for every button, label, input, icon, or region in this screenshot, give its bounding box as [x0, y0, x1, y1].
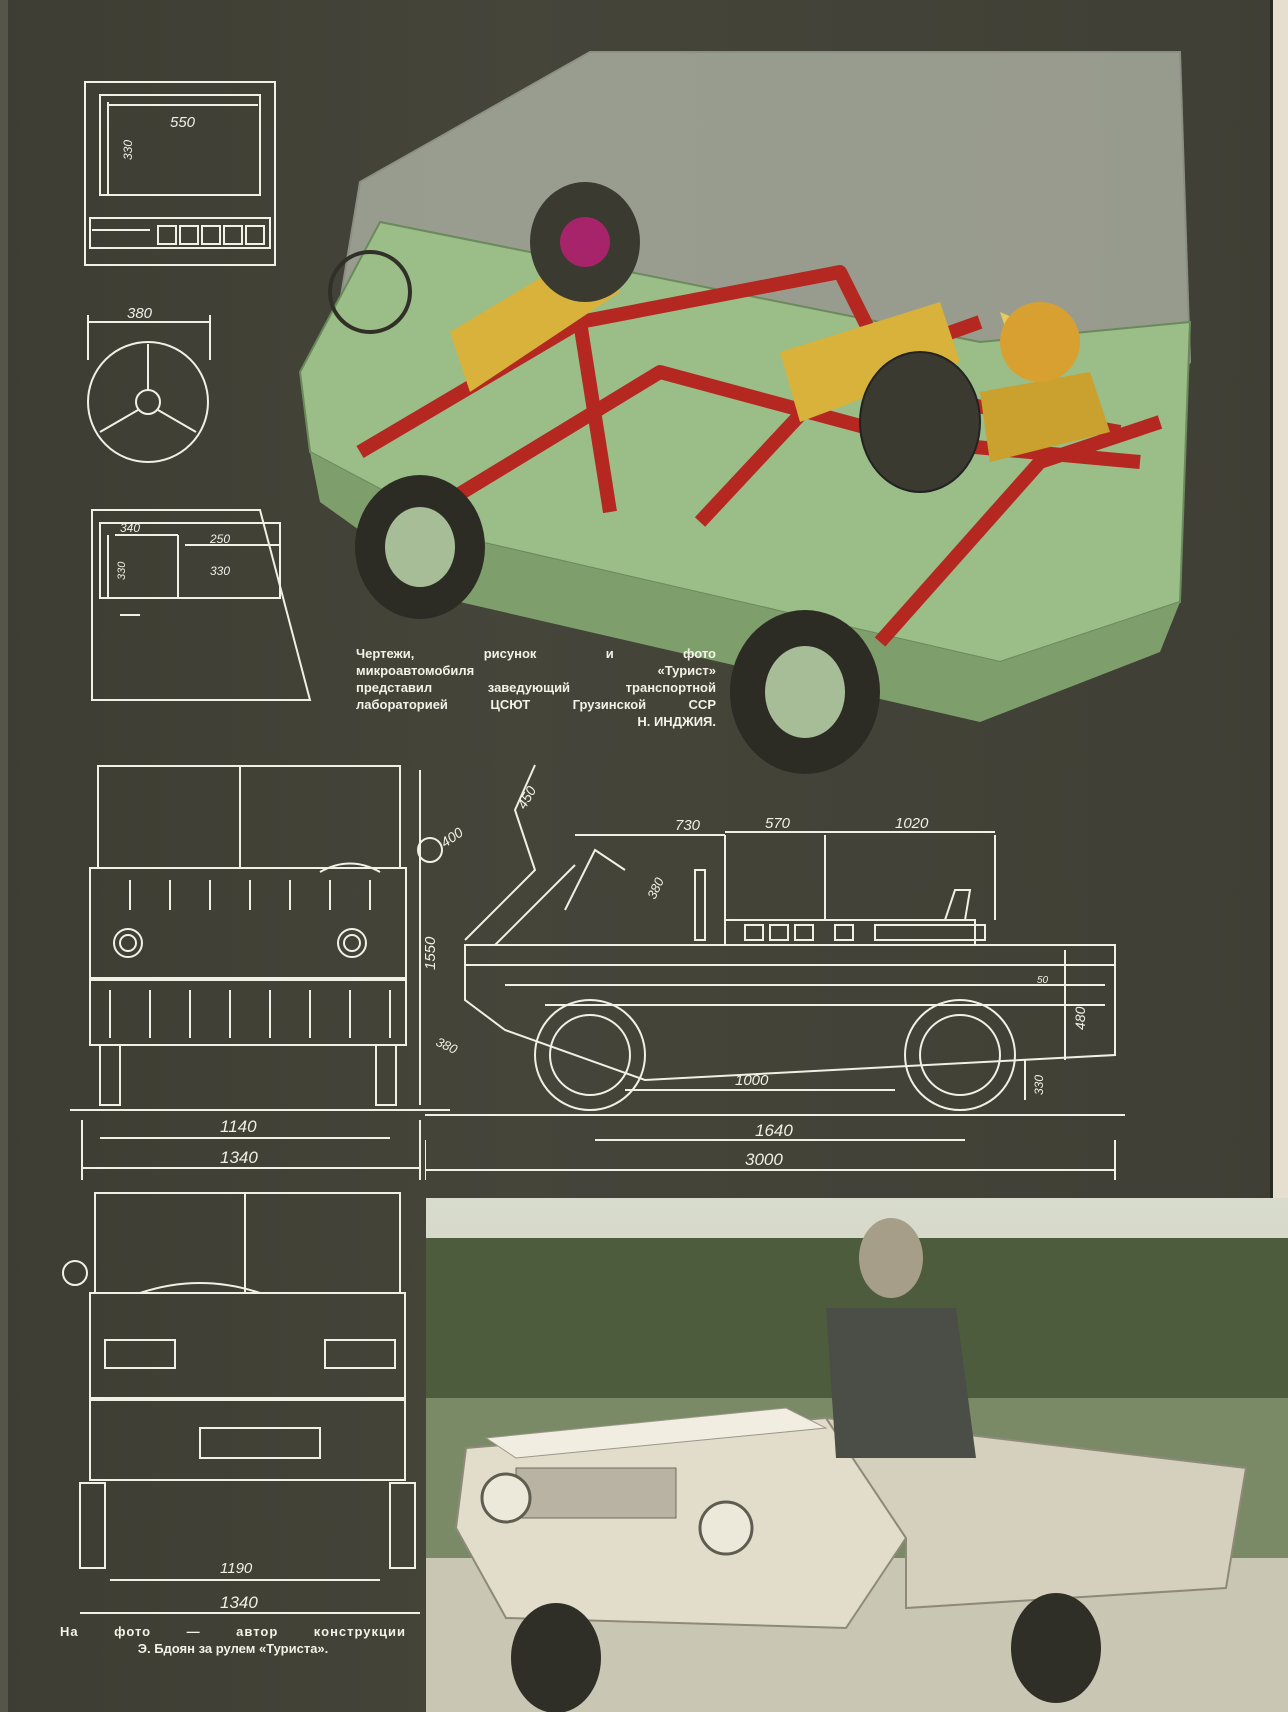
- photo-caption: На фото — автор конструкции Э. Бдоян за …: [60, 1623, 406, 1657]
- caption-author: Н. ИНДЖИЯ.: [637, 714, 716, 729]
- side-dash-label: 730: [675, 817, 701, 834]
- side-length-label: 3000: [745, 1150, 783, 1169]
- wheel-diameter-label: 380: [127, 305, 153, 322]
- front-height-label: 1550: [422, 936, 439, 970]
- rear-width-label: 1340: [220, 1593, 258, 1612]
- side-windshield-label: 400: [438, 824, 466, 851]
- side-bumper-label: 380: [434, 1034, 461, 1057]
- side-body-height-label: 480: [1072, 1006, 1088, 1030]
- dashboard-panel-drawing: 550 330: [80, 80, 280, 270]
- side-view-drawing: 730 570 1020 450 400 380 200 130 380 480…: [425, 760, 1125, 1180]
- panel-height-label: 330: [121, 140, 135, 160]
- seat-length-label: 330: [210, 564, 230, 578]
- caption-line: лабораторией ЦСЮТ Грузинской ССР: [356, 697, 716, 712]
- drawing-credits-caption: Чертежи, рисунок и фото микроавтомобиля …: [356, 645, 716, 730]
- seat-drawing: 340 250 330 330: [80, 505, 320, 705]
- side-back-label: 380: [644, 875, 667, 902]
- caption-line: Э. Бдоян за рулем «Туриста».: [137, 1641, 329, 1656]
- side-wheelbase-label: 1640: [755, 1121, 793, 1140]
- caption-line: Чертежи, рисунок и фото: [356, 646, 716, 661]
- side-step-label: 50: [1037, 975, 1049, 986]
- side-inner-label: 1000: [735, 1072, 769, 1089]
- seat-width-label: 340: [120, 521, 140, 535]
- steering-wheel-drawing: 380: [80, 300, 220, 480]
- caption-line: микроавтомобиля «Турист»: [356, 663, 716, 678]
- side-rear-label: 1020: [895, 815, 929, 832]
- cutaway-illustration: [280, 42, 1200, 782]
- left-page-edge: [0, 0, 8, 1712]
- side-windshield-angle-label: 450: [514, 783, 540, 811]
- rear-view-drawing: 1190 1340: [50, 1188, 420, 1618]
- seat-height-label: 330: [116, 561, 128, 580]
- vehicle-photo: [426, 1198, 1288, 1712]
- caption-line: представил заведующий транспортной: [356, 680, 716, 695]
- rear-track-label: 1190: [220, 1560, 253, 1577]
- front-width-label: 1340: [220, 1148, 258, 1167]
- front-track-label: 1140: [220, 1117, 257, 1136]
- seat-depth-label: 250: [209, 532, 230, 546]
- caption-line: На фото — автор конструкции: [60, 1624, 406, 1639]
- panel-width-label: 550: [170, 114, 196, 131]
- front-view-drawing: 1550 1140 1340: [70, 760, 450, 1180]
- side-clearance-label: 330: [1032, 1075, 1046, 1095]
- side-seat-gap-label: 570: [765, 815, 791, 832]
